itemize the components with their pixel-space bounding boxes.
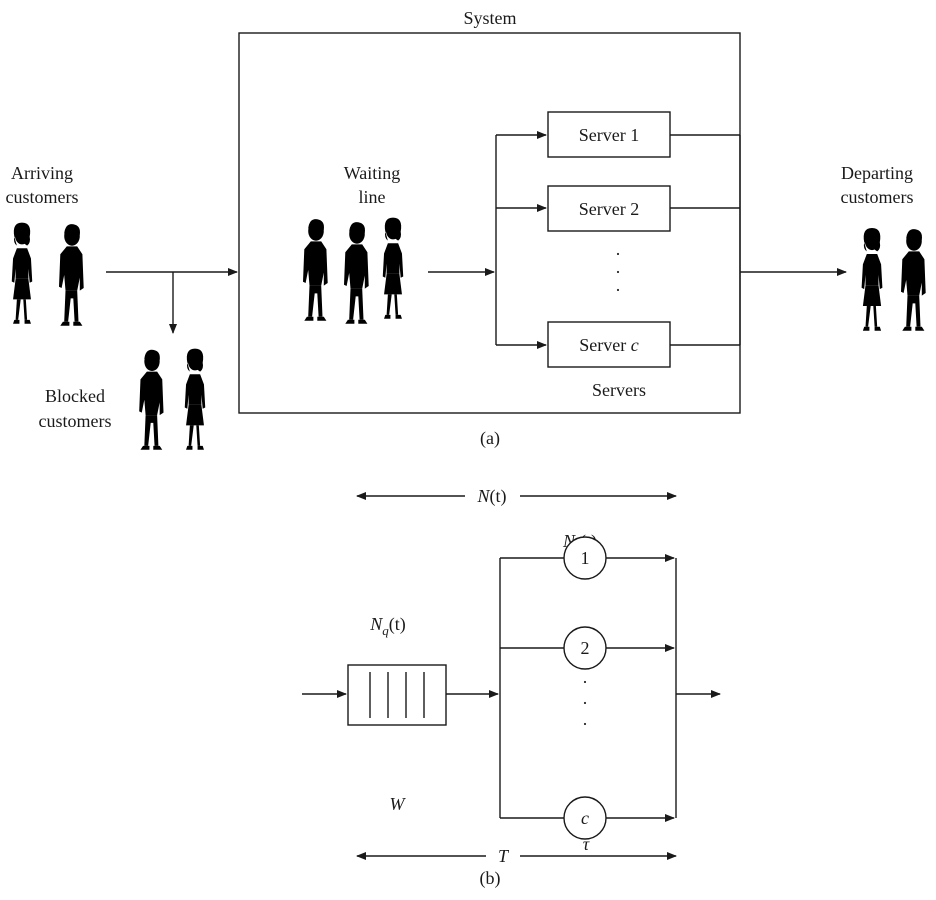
node-ellipsis-2: · [582,693,588,713]
server-1-box [547,111,671,158]
waiting-label-line2: line [359,187,386,207]
server-c-label: Server c [579,335,638,355]
caption-b: (b) [480,868,501,889]
server-c-box [547,321,671,368]
T-label: T [498,846,510,866]
departing-customer-man [901,229,926,331]
departing-label-line1: Departing [841,163,913,183]
node-ellipsis-3: · [582,714,588,734]
blocked-customer-woman [184,348,206,450]
ellipsis-dot-1: · [615,244,621,264]
arriving-label-line2: customers [6,187,79,207]
server-node-1-label: 1 [581,548,590,568]
arriving-customer-man [59,224,84,326]
departing-label-line2: customers [841,187,914,207]
W-label: W [390,794,407,814]
servers-label: Servers [592,380,646,400]
server-1-label: Server 1 [579,125,639,145]
server-2-box [547,185,671,232]
tau-label: τ [583,834,590,854]
server-node-2-label: 2 [581,638,590,658]
queue-buffer [347,664,447,726]
departing-customer-woman [861,228,883,331]
blocked-customer-man [139,349,164,450]
blocked-label-line1: Blocked [45,386,105,406]
part-b: N(t) Ns(t) Nq(t) 1 2 c · · · W τ [302,486,721,889]
part-a: System Arriving customers Blocked custom… [6,8,926,450]
arriving-customer-woman [11,222,33,324]
server-node-c-label: c [581,808,589,828]
arriving-label-line1: Arriving [11,163,73,183]
N-t-label: N(t) [476,486,506,507]
Nq-t-label: Nq(t) [369,614,406,638]
system-label: System [463,8,516,28]
node-ellipsis-1: · [582,672,588,692]
waiting-label-line1: Waiting [344,163,401,183]
ellipsis-dot-2: · [615,262,621,282]
blocked-label-line2: customers [39,411,112,431]
caption-a: (a) [480,428,500,449]
server-2-label: Server 2 [579,199,639,219]
ellipsis-dot-3: · [615,280,621,300]
